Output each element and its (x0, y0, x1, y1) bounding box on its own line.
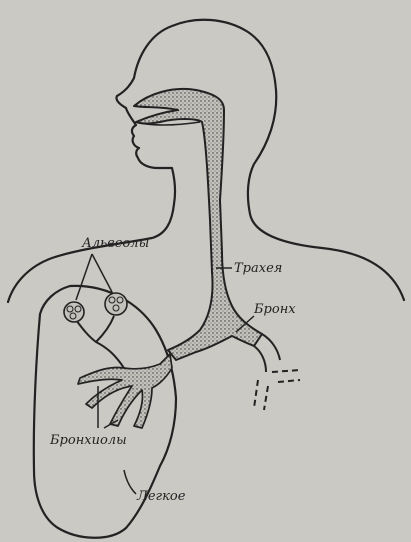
alveoli-clusters (64, 293, 127, 322)
leader-lung (124, 470, 136, 494)
label-bronchioles: Бронхиолы (50, 434, 127, 447)
alveoli-branch (76, 316, 124, 368)
label-lung: Легкое (137, 490, 185, 503)
right-bronchus-dashed (254, 370, 300, 410)
label-bronchus: Бронх (254, 303, 296, 316)
bronchial-tree (78, 354, 172, 428)
label-trachea: Трахея (234, 262, 282, 275)
leader-alveoli-left (76, 254, 92, 300)
label-alveoli: Альвеолы (82, 237, 149, 250)
leader-alveoli-right (92, 254, 112, 292)
airway (134, 89, 262, 360)
